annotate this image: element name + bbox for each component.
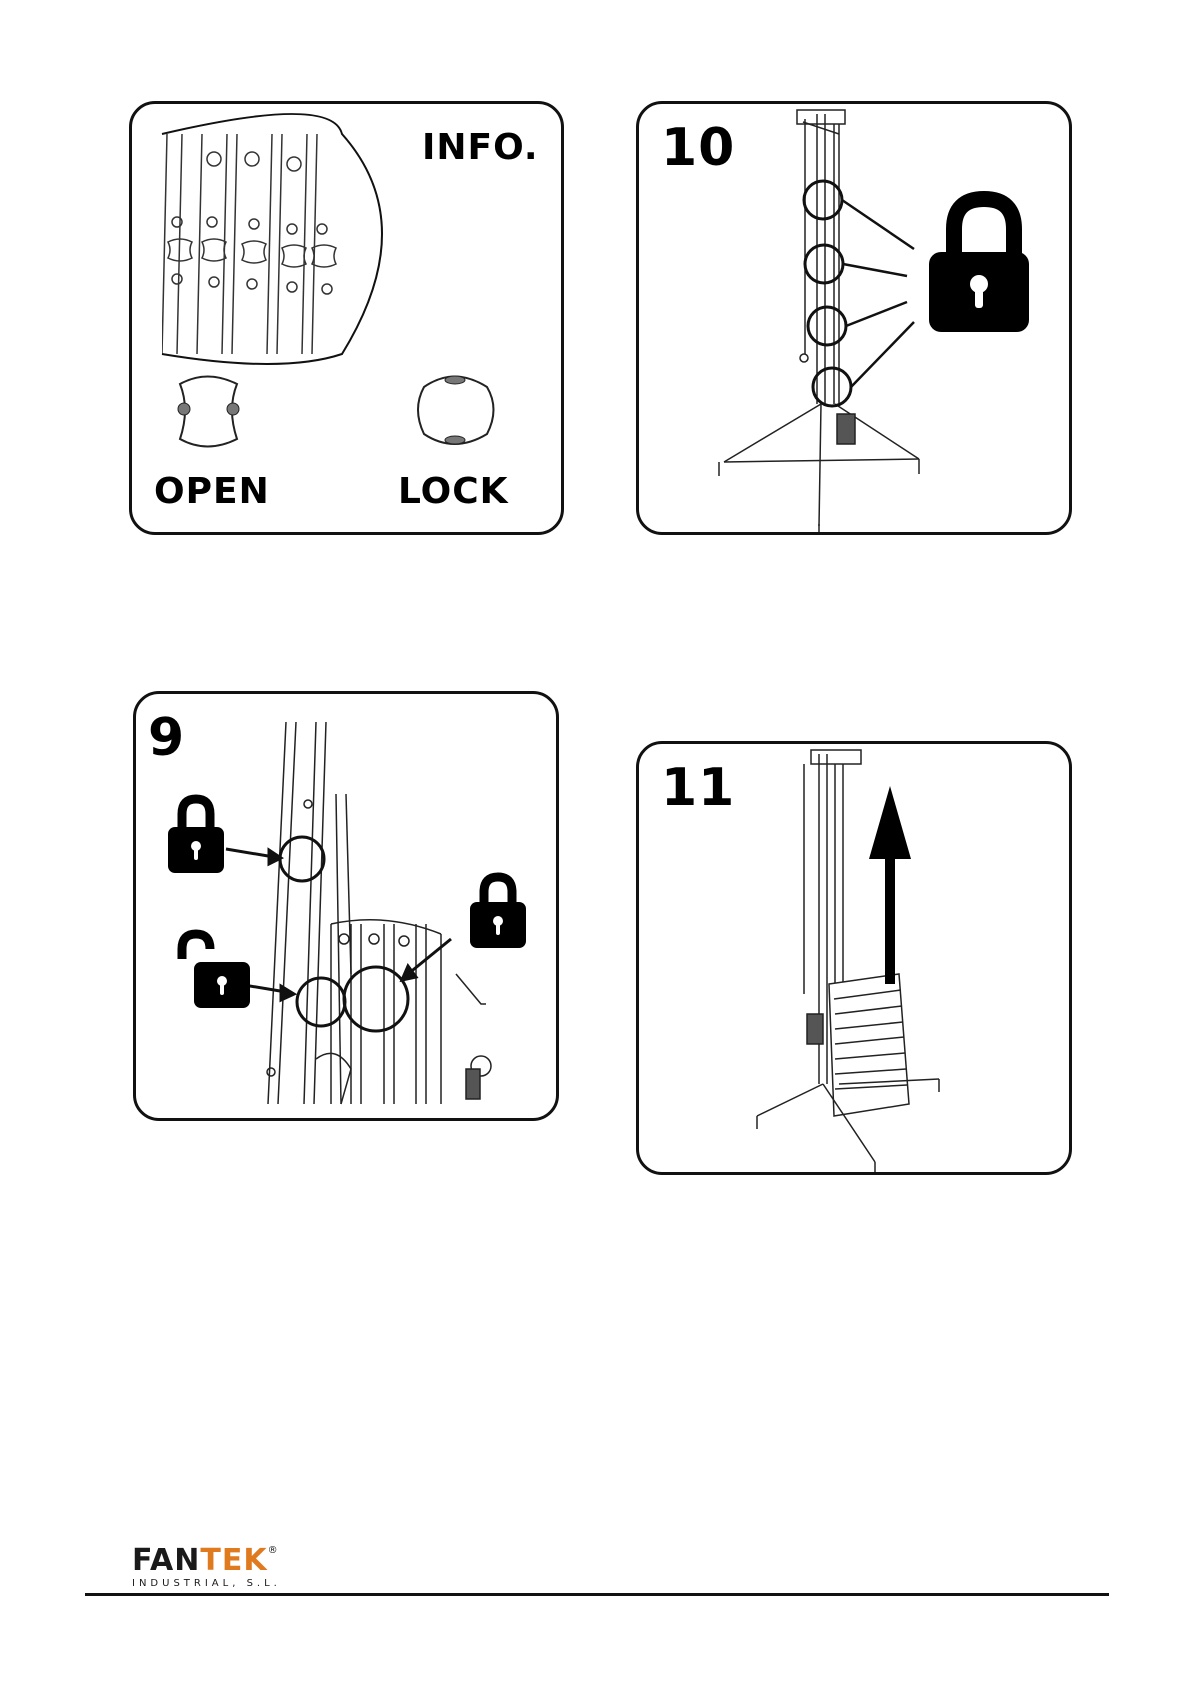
truss-lock-detail-illustration: [136, 694, 559, 1121]
registered-mark: ®: [268, 1545, 279, 1556]
lock-label: LOCK: [398, 474, 509, 510]
fantek-logo: FANTEK® INDUSTRIAL, S.L.: [132, 1546, 281, 1589]
open-label: OPEN: [154, 474, 270, 510]
lock-point-3: [808, 307, 846, 345]
step-10-panel: 10: [636, 101, 1072, 535]
info-title: INFO.: [422, 130, 539, 166]
step-11-panel: 11: [636, 741, 1072, 1175]
brand-subtitle: INDUSTRIAL, S.L.: [132, 1578, 281, 1589]
padlock-open-icon: [182, 934, 250, 1008]
footer-divider: [85, 1593, 1109, 1596]
brand-name-part1: FAN: [132, 1543, 200, 1578]
arrow-up-icon: [869, 786, 911, 984]
lock-shape-icon: [418, 377, 494, 445]
brand-name-part2: TEK: [200, 1543, 267, 1578]
padlock-closed-icon: [470, 877, 526, 948]
step-9-panel: 9: [133, 691, 559, 1121]
tower-lift-illustration: [639, 104, 1072, 535]
padlock-closed-icon: [168, 799, 224, 873]
lock-point-2: [805, 245, 843, 283]
tower-lift-raise-illustration: [639, 744, 1072, 1175]
lock-point-1: [804, 181, 842, 219]
info-panel: INFO. OPEN LOCK: [129, 101, 564, 535]
lock-point-4: [813, 368, 851, 406]
padlock-closed-icon: [929, 199, 1029, 332]
